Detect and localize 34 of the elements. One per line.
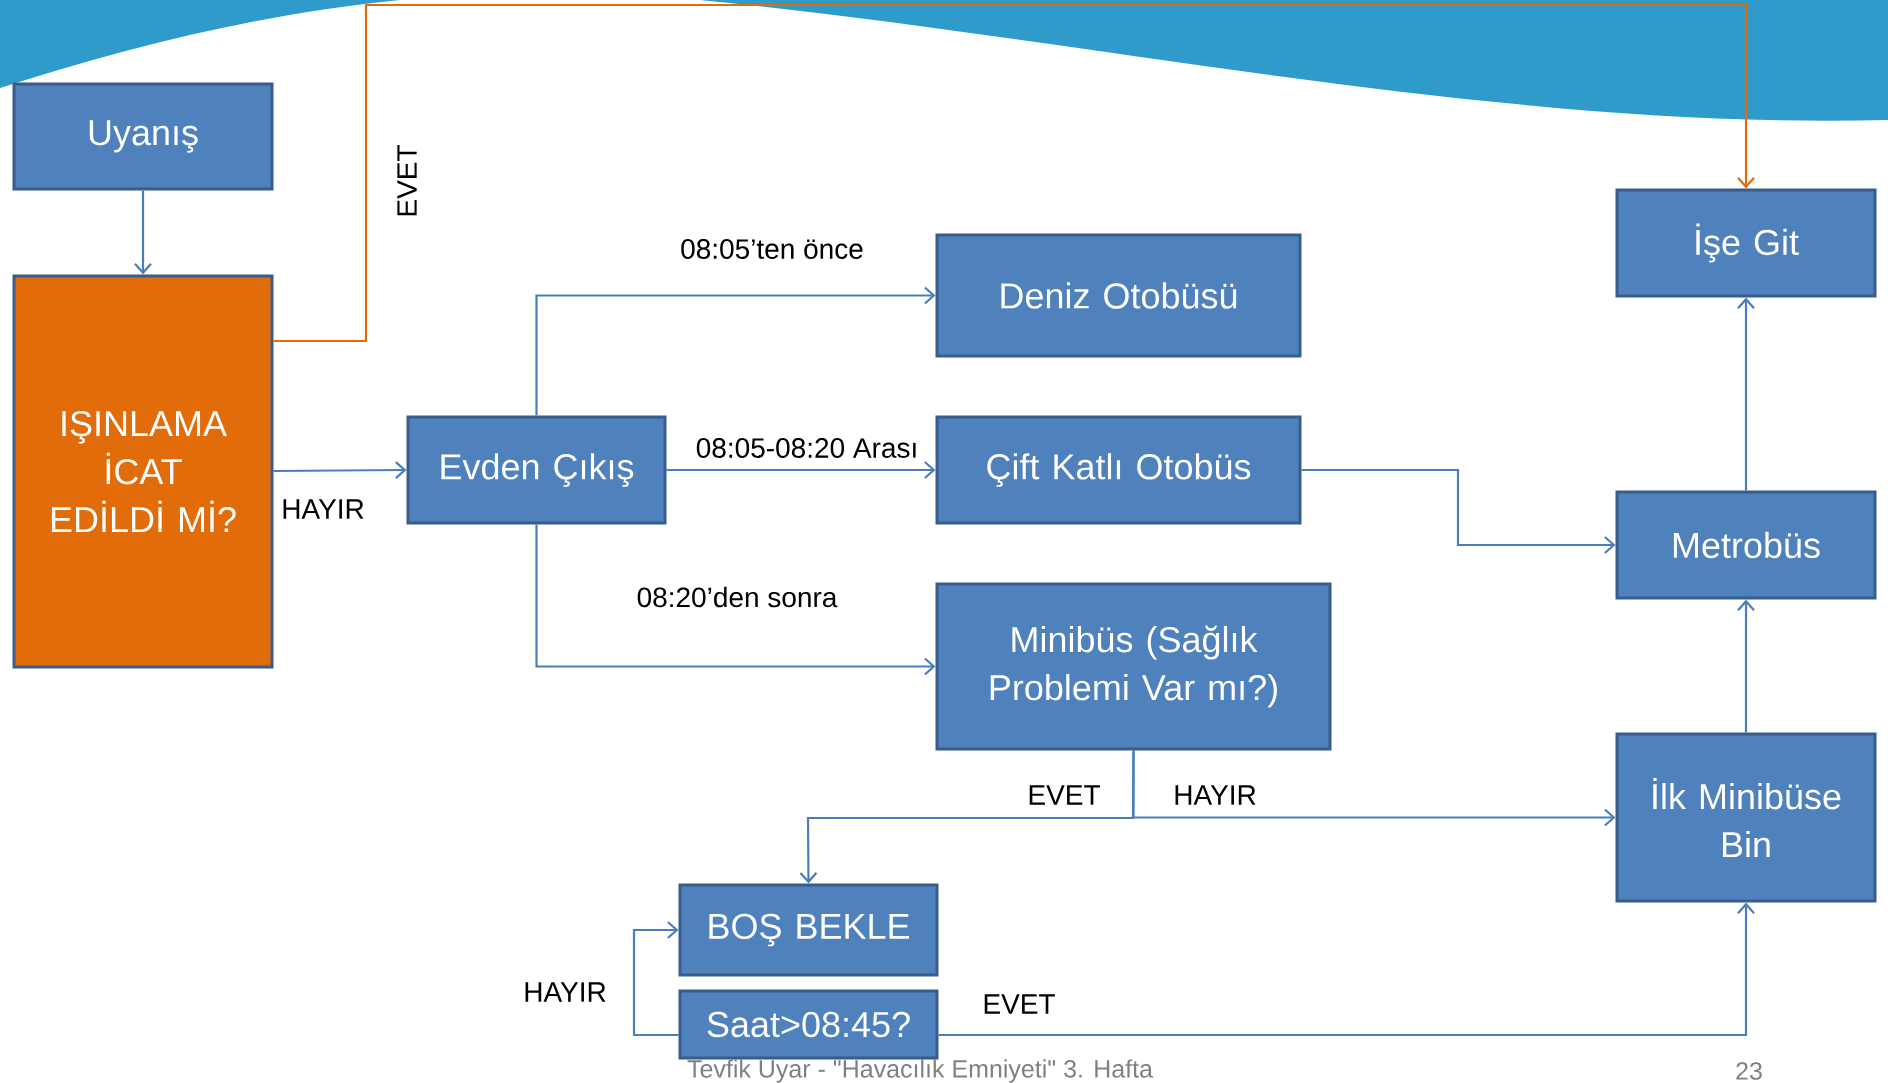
edge-label: HAYIR [283,499,364,519]
process-box: Saat>08:45? [678,989,939,1060]
arrow [535,524,936,676]
edge-label: EVET [1029,785,1100,805]
edge-label: EVET [397,145,417,216]
process-box: Metrobüs [1615,490,1877,600]
arrow [1737,297,1755,491]
process-box: BOŞ BEKLE [678,883,939,977]
arrow [666,461,936,479]
arrow [535,286,936,416]
arrow [1737,599,1755,733]
process-box: İlk Minibüse Bin [1615,732,1877,903]
process-box: Minibüs (Sağlık Problemi Var mı?) [935,582,1332,751]
process-box: Çift Katlı Otobüs [935,415,1302,525]
arrow [273,3,1755,343]
process-box: Evden Çıkış [406,415,667,525]
footer-text: Tevfik Uyar - "Havacılık Emniyeti" 3. Hafta [687,1059,1153,1083]
footer-text: 23 [1736,1062,1762,1080]
edge-label: 08:05-08:20 Arası [696,438,916,458]
edge-label: EVET [984,994,1055,1014]
process-box: IŞINLAMA İCAT EDİLDİ Mİ? [12,274,274,669]
edge-label: 08:05’ten önce [681,239,863,259]
arrow [1132,750,1616,827]
process-box: İşe Git [1615,188,1877,298]
arrow [273,461,407,479]
arrow [938,902,1755,1037]
arrow [632,921,679,1037]
process-box: Uyanış [12,82,274,191]
edge-label: HAYIR [1175,785,1256,805]
arrow [1301,468,1616,554]
arrow [134,190,152,275]
edge-label: 08:20’den sonra [637,586,838,608]
edge-label: HAYIR [525,982,606,1002]
process-box: Deniz Otobüsü [935,233,1302,358]
